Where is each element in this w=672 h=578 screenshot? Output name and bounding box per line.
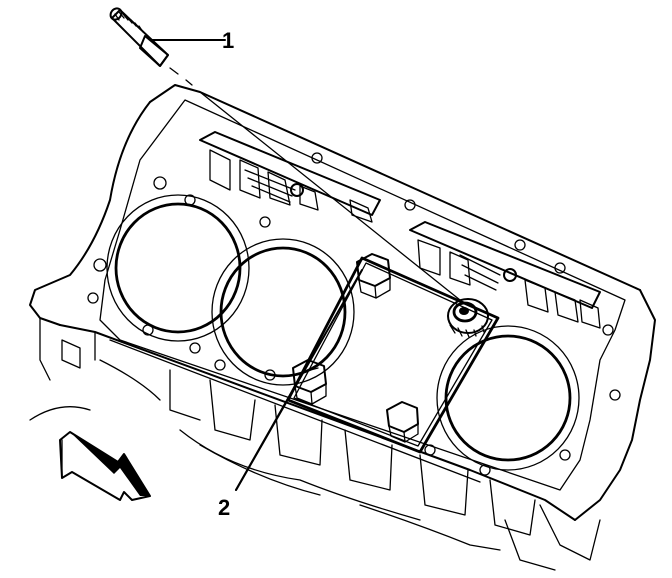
callout-label-1: 1 <box>222 28 234 53</box>
head-gasket <box>87 99 626 491</box>
front-direction-arrow <box>59 431 151 501</box>
engine-block-deck <box>29 84 656 571</box>
threaded-sleeve <box>447 298 489 338</box>
lifter-valley <box>199 131 601 329</box>
bolt-top <box>356 253 391 299</box>
leader-line-2b <box>235 269 363 491</box>
threaded-stud-tool <box>109 7 461 301</box>
bolt-bottom <box>386 401 419 443</box>
gauge-plate <box>286 256 500 454</box>
callout-leaders <box>151 39 363 491</box>
callout-label-2: 2 <box>218 495 230 520</box>
